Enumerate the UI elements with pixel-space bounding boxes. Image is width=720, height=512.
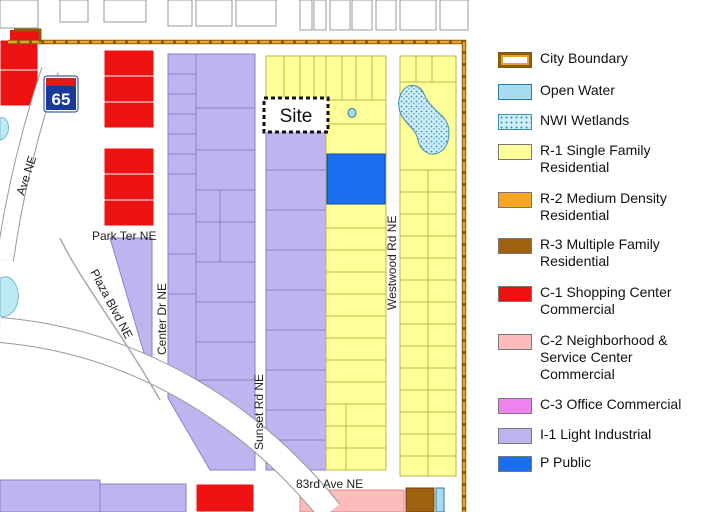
swatch-nwi-wetlands [498, 114, 532, 130]
legend-item-p: P Public [498, 454, 591, 472]
legend-label: I-1 Light Industrial [540, 426, 652, 442]
zone-i1-sunset [265, 129, 327, 471]
swatch-i1 [498, 428, 532, 444]
interstate-shield: 65 [43, 75, 79, 113]
swatch-r2 [498, 192, 532, 208]
swatch-p [498, 456, 532, 472]
road-label-center-dr-ne: Center Dr NE [155, 283, 169, 355]
road-label-83rd-ave-ne: 83rd Ave NE [296, 477, 363, 491]
legend-label: R-1 Single Family [540, 142, 651, 158]
legend-item-nwi-wetlands: NWI Wetlands [498, 112, 629, 130]
site-marker[interactable]: Site [262, 96, 330, 134]
zone-r1-middle [325, 55, 387, 471]
swatch-c2 [498, 334, 532, 350]
roads [0, 67, 341, 512]
legend-item-open-water: Open Water [498, 82, 615, 100]
zone-i1-triangle [109, 237, 153, 381]
legend-label-cont: Residential [540, 253, 610, 269]
swatch-r3 [498, 238, 532, 254]
legend-label: City Boundary [540, 50, 628, 66]
legend-item-c2: C-2 Neighborhood & Service Center Commer… [498, 332, 668, 383]
outside-parcels-bottom [0, 479, 187, 512]
legend-label: C-2 Neighborhood & [540, 332, 668, 348]
road-label-westwood-rd-ne: Westwood Rd NE [385, 216, 399, 310]
open-water-north-west [0, 117, 9, 141]
legend-label: Open Water [540, 82, 615, 98]
outside-parcels-top [0, 0, 469, 31]
legend-label-cont: Commercial [540, 366, 615, 382]
zone-c1 [0, 39, 255, 512]
zone-public [326, 153, 386, 205]
legend-label-cont: Commercial [540, 301, 615, 317]
zone-c1-corner [10, 30, 40, 42]
legend-label: R-2 Medium Density [540, 190, 667, 206]
legend-item-r1: R-1 Single Family Residential [498, 142, 650, 176]
zone-i1-west [167, 53, 256, 471]
legend-label-cont: Residential [540, 207, 610, 223]
legend-item-i1: I-1 Light Industrial [498, 426, 651, 444]
legend-label: C-1 Shopping Center [540, 284, 672, 300]
legend-label: NWI Wetlands [540, 112, 630, 128]
swatch-c3 [498, 398, 532, 414]
road-label-sunset-rd-ne: Sunset Rd NE [252, 374, 266, 450]
legend-item-r2: R-2 Medium Density Residential [498, 190, 667, 224]
site-label: Site [280, 106, 313, 127]
legend-item-city-boundary: City Boundary [498, 50, 628, 68]
swatch-c1 [498, 286, 532, 302]
legend-item-c1: C-1 Shopping Center Commercial [498, 284, 672, 318]
nwi-wetlands-area [398, 85, 450, 155]
legend-item-r3: R-3 Multiple Family Residential [498, 236, 660, 270]
open-water-west [0, 276, 19, 317]
legend-label-cont: Residential [540, 159, 610, 175]
legend-label: P Public [540, 454, 592, 470]
swatch-city-boundary [498, 52, 532, 68]
zoning-map[interactable]: 65 Site Ave NE Park Ter NE Plaza Blvd NE… [0, 0, 498, 512]
swatch-r1 [498, 144, 532, 160]
swatch-open-water [498, 84, 532, 100]
legend-label: R-3 Multiple Family [540, 236, 660, 252]
shield-number: 65 [52, 90, 71, 109]
legend-label: C-3 Office Commercial [540, 396, 682, 412]
road-label-park-ter-ne: Park Ter NE [92, 229, 156, 243]
open-water-pond [347, 108, 357, 118]
legend-item-c3: C-3 Office Commercial [498, 396, 681, 414]
legend-label-cont: Service Center [540, 349, 633, 365]
